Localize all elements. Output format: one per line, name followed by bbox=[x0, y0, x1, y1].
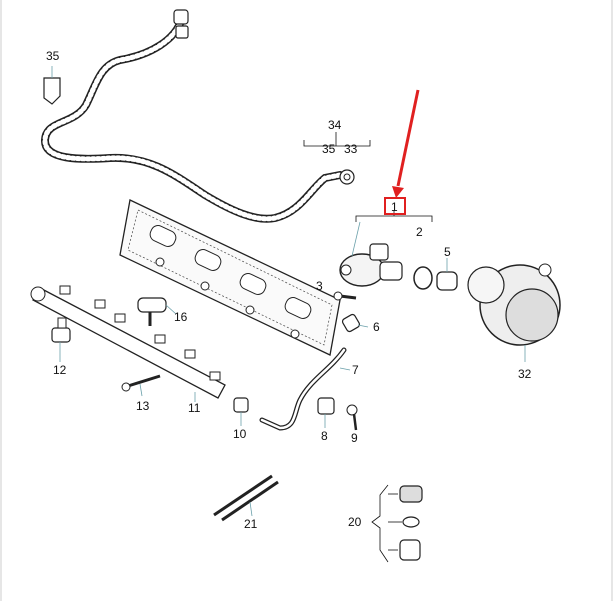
screw-fitting-part bbox=[233, 397, 249, 426]
callout-3: 3 bbox=[316, 279, 323, 293]
callout-8: 8 bbox=[321, 429, 328, 443]
line-bracket-part bbox=[317, 397, 335, 428]
bolt-9-part bbox=[346, 404, 358, 431]
fuel-hose-part bbox=[41, 9, 344, 223]
high-pressure-pump-part bbox=[339, 243, 403, 287]
callout-6: 6 bbox=[373, 320, 380, 334]
group-bracket-34 bbox=[303, 140, 371, 147]
union-fitting-part bbox=[341, 313, 369, 333]
highlight-arrow-head bbox=[392, 186, 404, 198]
callout-21: 21 bbox=[244, 517, 258, 531]
highlight-box bbox=[384, 197, 406, 215]
callout-9: 9 bbox=[351, 431, 358, 445]
fuel-rail-part bbox=[30, 285, 226, 402]
callout-12: 12 bbox=[53, 363, 67, 377]
hose-clamp-part bbox=[339, 169, 355, 185]
callout-1: 1 bbox=[391, 200, 398, 214]
callout-11: 11 bbox=[188, 401, 201, 415]
callout-34: 34 bbox=[328, 118, 342, 132]
right-window-edge bbox=[611, 0, 613, 601]
callout-2: 2 bbox=[416, 225, 423, 239]
o-ring-part bbox=[413, 266, 433, 290]
bolt-3-part bbox=[333, 291, 357, 301]
high-pressure-line-part bbox=[259, 347, 351, 431]
pressure-sensor-part bbox=[51, 317, 71, 362]
callout-10: 10 bbox=[233, 427, 247, 441]
callout-20: 20 bbox=[348, 515, 362, 529]
vacuum-pump-part bbox=[467, 263, 561, 362]
leader-1 bbox=[351, 221, 361, 257]
callout-16: 16 bbox=[174, 310, 188, 324]
highlight-arrow bbox=[396, 89, 420, 187]
callout-32: 32 bbox=[518, 367, 532, 381]
hose-clip-part bbox=[43, 66, 61, 105]
cylinder-head-gasket-part bbox=[119, 199, 341, 356]
roller-tappet-part bbox=[436, 258, 458, 291]
clip-set-part bbox=[371, 484, 423, 563]
callout-13: 13 bbox=[136, 399, 150, 413]
group-bracket-1 bbox=[355, 215, 433, 222]
callout-35b: 35 bbox=[322, 142, 336, 156]
callout-7: 7 bbox=[352, 363, 359, 377]
callout-33: 33 bbox=[344, 142, 358, 156]
bolt-13-part bbox=[121, 374, 161, 397]
check-valve-part bbox=[137, 297, 177, 326]
cable-tie-part bbox=[213, 474, 279, 522]
callout-35a: 35 bbox=[46, 49, 60, 63]
left-window-edge bbox=[0, 0, 2, 601]
callout-5: 5 bbox=[444, 245, 451, 259]
